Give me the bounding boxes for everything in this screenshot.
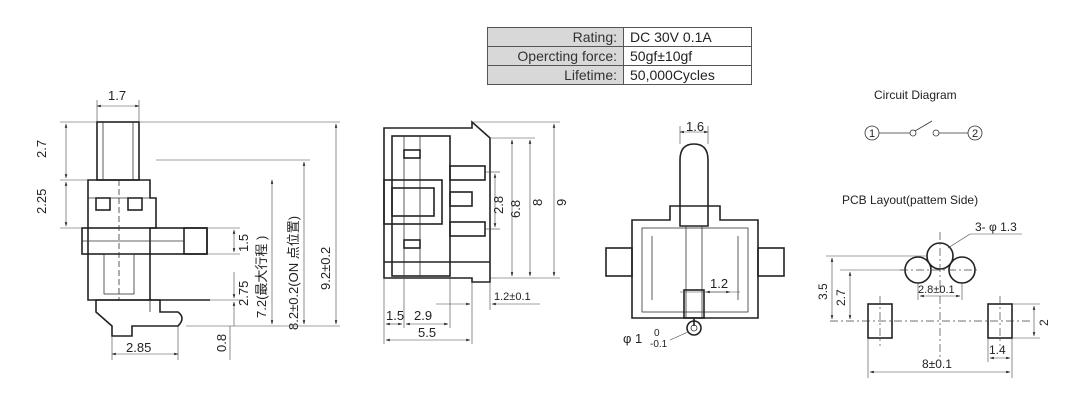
spec-label: Lifetime: bbox=[487, 65, 624, 85]
front-view-drawing bbox=[383, 120, 560, 344]
dim-1-4: 1.4 bbox=[989, 343, 1006, 357]
dim-2-75: 2.75 bbox=[236, 281, 251, 306]
end-view-drawing bbox=[605, 126, 785, 341]
dim-2-25: 2.25 bbox=[34, 189, 49, 214]
dim-7-2-max-stroke: 7.2(最大行程 ) bbox=[254, 236, 269, 318]
dim-phi-lower-tol: -0.1 bbox=[650, 339, 668, 350]
pcb-layout-dimensions: 3- φ 1.3 3.5 2.7 2.8±0.1 2 1.4 8±0.1 bbox=[816, 220, 1051, 371]
end-view-dimensions: 1.6 1.2 φ 1 0 -0.1 bbox=[623, 119, 728, 350]
dim-9-2: 9.2±0.2 bbox=[318, 247, 333, 290]
pcb-layout-title: PCB Layout(pattem Side) bbox=[842, 193, 978, 207]
dim-1-5: 1.5 bbox=[236, 234, 251, 252]
dim-2: 2 bbox=[1037, 319, 1051, 326]
dim-1-2: 1.2 bbox=[710, 276, 728, 291]
dim-2-8: 2.8 bbox=[491, 196, 506, 214]
spec-row-rating: Rating: DC 30V 0.1A bbox=[487, 27, 752, 47]
dim-2-85: 2.85 bbox=[126, 340, 151, 355]
spec-row-operating-force: Opercting force: 50gf±10gf bbox=[487, 46, 752, 66]
dim-3-5: 3.5 bbox=[816, 283, 830, 300]
dim-phi-upper-tol: 0 bbox=[654, 328, 660, 339]
spec-row-lifetime: Lifetime: 50,000Cycles bbox=[487, 65, 752, 85]
spec-value: 50gf±10gf bbox=[623, 46, 752, 66]
dim-2-8-tol: 2.8±0.1 bbox=[918, 284, 955, 296]
dim-holes-3-phi-1-3: 3- φ 1.3 bbox=[975, 220, 1017, 234]
dim-2-7: 2.7 bbox=[834, 289, 848, 306]
dim-1-6: 1.6 bbox=[686, 119, 704, 134]
spec-label: Rating: bbox=[487, 27, 624, 47]
pcb-layout: PCB Layout(pattem Side) bbox=[826, 193, 1040, 378]
spec-table: Rating: DC 30V 0.1A Opercting force: 50g… bbox=[487, 27, 752, 85]
dim-0-8: 0.8 bbox=[214, 334, 229, 352]
circuit-diagram: Circuit Diagram 1 2 bbox=[864, 88, 983, 141]
spec-label: Opercting force: bbox=[487, 46, 624, 66]
circuit-terminal-2: 2 bbox=[972, 128, 978, 140]
dim-1-5: 1.5 bbox=[386, 308, 404, 323]
dim-5-5: 5.5 bbox=[418, 325, 436, 340]
dim-1-7: 1.7 bbox=[108, 88, 126, 103]
dim-6-8: 6.8 bbox=[508, 200, 523, 218]
dim-2-7: 2.7 bbox=[34, 140, 49, 158]
dim-8-2-on-point: 8.2±0.2(ON 点位置) bbox=[286, 216, 301, 330]
dim-1-2-tol: 1.2±0.1 bbox=[494, 291, 531, 303]
dim-8: 8 bbox=[530, 199, 545, 206]
dim-phi-1: φ 1 bbox=[623, 331, 642, 346]
dim-8-tol: 8±0.1 bbox=[922, 357, 952, 371]
side-view-drawing bbox=[60, 100, 340, 360]
side-view-dimensions: 1.7 2.7 2.25 1.5 2.75 7.2(最大行程 ) 8.2±0.2… bbox=[34, 88, 333, 355]
spec-value: 50,000Cycles bbox=[623, 65, 752, 85]
front-view-dimensions: 2.8 6.8 8 9 1.2±0.1 1.5 2.9 5.5 bbox=[386, 196, 569, 340]
circuit-terminal-1: 1 bbox=[869, 128, 875, 140]
dim-2-9: 2.9 bbox=[414, 308, 432, 323]
dim-9: 9 bbox=[554, 199, 569, 206]
spec-value: DC 30V 0.1A bbox=[623, 27, 752, 47]
circuit-diagram-title: Circuit Diagram bbox=[874, 88, 957, 102]
